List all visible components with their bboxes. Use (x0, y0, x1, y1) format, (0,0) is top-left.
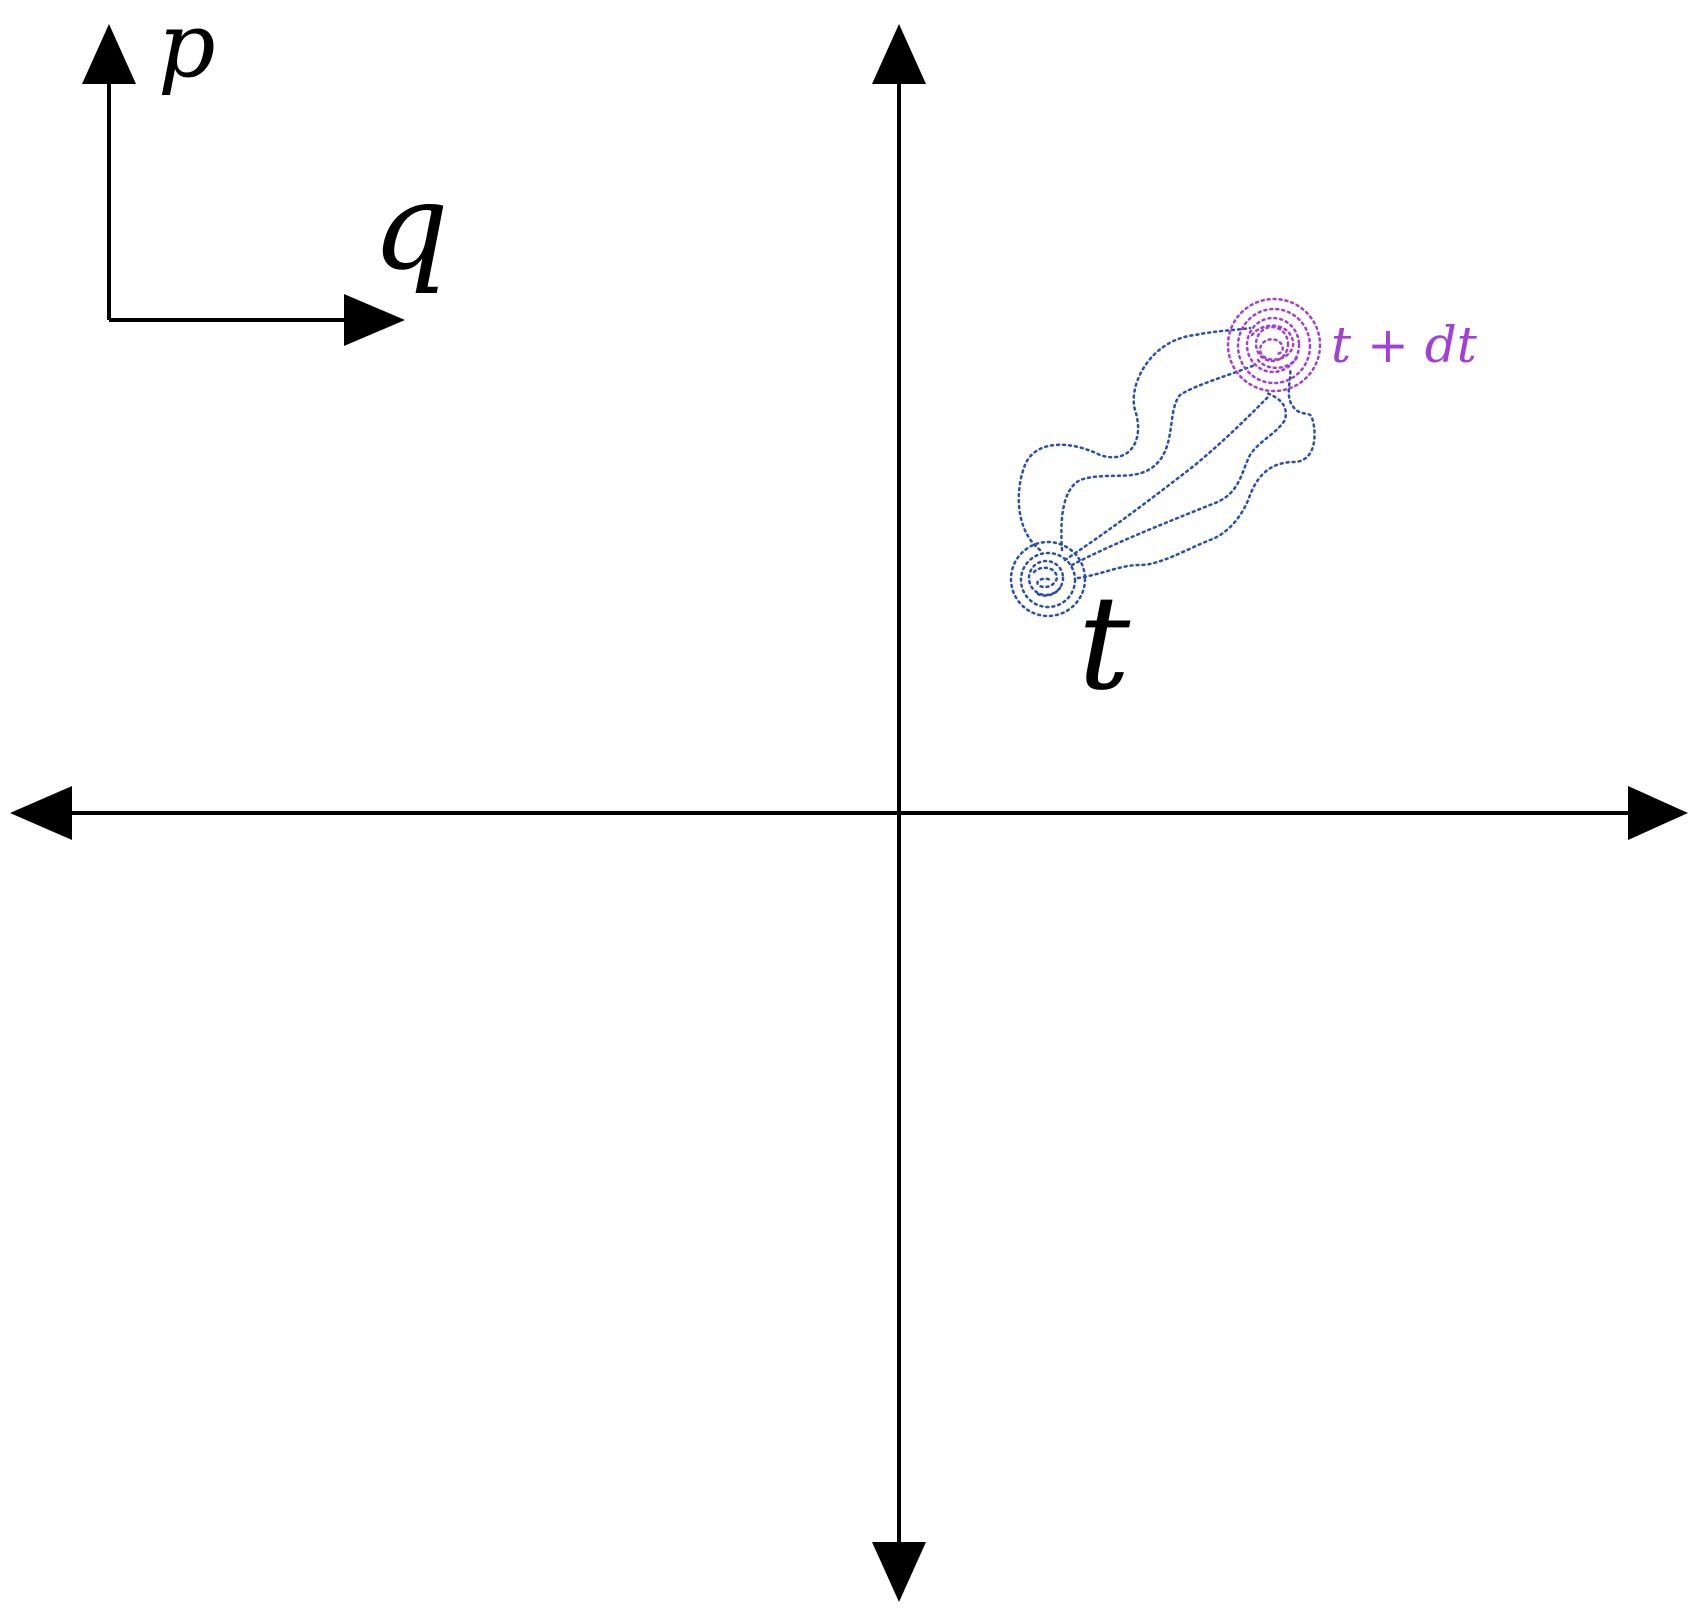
main-axes (10, 24, 1688, 1602)
q-label: q (372, 158, 449, 297)
evolved-state-label: t + dt (1331, 316, 1478, 374)
initial-state-label: t (1078, 567, 1131, 719)
evolved-ring-3 (1245, 316, 1301, 374)
evolved-ring-2 (1236, 307, 1312, 385)
initial-state-cluster (1009, 540, 1087, 618)
orientation-axes: p q (82, 0, 449, 346)
initial-core-scribble (1032, 566, 1062, 597)
horizontal-axis-right-arrowhead (1628, 786, 1688, 840)
trajectory-outer-lower (1076, 368, 1316, 580)
vertical-axis-bottom-arrowhead (872, 1542, 926, 1602)
trajectory-inner-upper (1060, 363, 1257, 552)
evolved-ring-4 (1254, 325, 1290, 363)
initial-ring-inner (1027, 559, 1065, 597)
vertical-axis-top-arrowhead (872, 24, 926, 84)
evolved-state-cluster (1226, 297, 1322, 393)
evolved-core-scribble (1250, 324, 1300, 369)
horizontal-axis-left-arrowhead (10, 786, 72, 840)
trajectories (1017, 326, 1316, 580)
evolved-ring-outer (1226, 297, 1322, 393)
initial-ring-mid (1019, 551, 1077, 609)
p-arrowhead (82, 24, 136, 84)
trajectory-outer-upper (1017, 326, 1252, 552)
trajectory-middle (1070, 390, 1288, 567)
trajectory-straight (1063, 393, 1272, 562)
initial-ring-outer (1009, 540, 1087, 618)
q-arrowhead (344, 294, 405, 346)
p-label: p (158, 0, 216, 98)
